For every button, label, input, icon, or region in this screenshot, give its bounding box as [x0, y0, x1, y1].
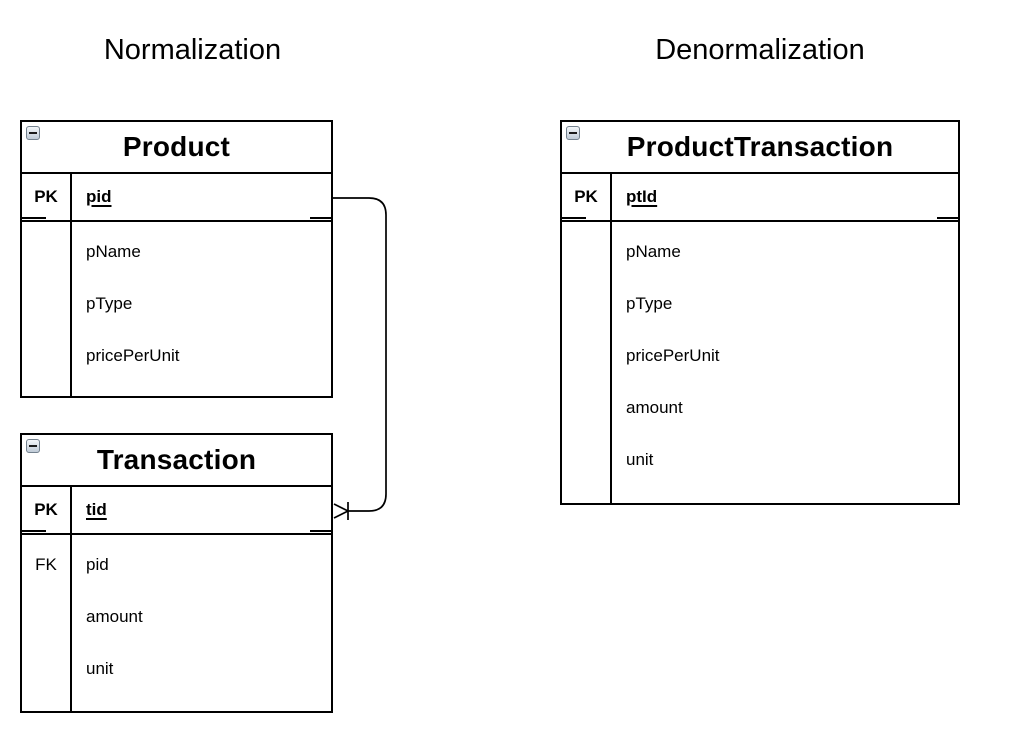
attribute-section: pName pType pricePerUnit amount unit — [562, 222, 958, 503]
section-title-denormalization: Denormalization — [655, 34, 865, 66]
field-name: pName — [626, 242, 681, 261]
pk-separator-tick — [310, 217, 331, 219]
er-table-transaction: Transaction PK tid FK pid amount unit — [20, 433, 333, 713]
attribute-column: pName pType pricePerUnit — [72, 222, 331, 396]
field-name: amount — [86, 607, 143, 626]
attribute-column: pid amount unit — [72, 535, 331, 711]
table-header-product: Product — [22, 122, 331, 174]
pk-row: PK ptId — [562, 174, 958, 222]
table-title: Product — [122, 131, 231, 162]
key-column: FK — [22, 535, 72, 711]
table-header-transaction: Transaction — [22, 435, 331, 487]
field-name: pType — [86, 294, 133, 313]
pk-separator-tick — [562, 217, 586, 219]
pk-field-name: tid — [86, 500, 107, 519]
fk-key-label: FK — [35, 555, 57, 574]
key-column — [22, 222, 72, 396]
minus-icon — [569, 132, 577, 134]
minus-icon — [29, 132, 37, 134]
table-title: ProductTransaction — [626, 131, 894, 162]
field-name: pricePerUnit — [626, 346, 720, 365]
er-table-product-transaction: ProductTransaction PK ptId pName pType p… — [560, 120, 960, 505]
pk-separator-tick — [310, 530, 331, 532]
collapse-minus-icon[interactable] — [566, 126, 580, 140]
pk-key-label: PK — [22, 487, 72, 533]
crow-foot-many-icon — [333, 502, 349, 520]
field-name: unit — [86, 659, 114, 678]
pk-separator-tick — [937, 217, 958, 219]
pk-field-name: ptId — [626, 187, 658, 206]
pk-separator-tick — [22, 217, 46, 219]
attribute-section: pName pType pricePerUnit — [22, 222, 331, 396]
pk-row: PK pid — [22, 174, 331, 222]
field-name: pricePerUnit — [86, 346, 180, 365]
field-name: amount — [626, 398, 683, 417]
collapse-minus-icon[interactable] — [26, 126, 40, 140]
field-name: pName — [86, 242, 141, 261]
table-title: Transaction — [96, 444, 257, 475]
collapse-minus-icon[interactable] — [26, 439, 40, 453]
field-name: pid — [86, 555, 109, 574]
field-name: pType — [626, 294, 673, 313]
attribute-column: pName pType pricePerUnit amount unit — [612, 222, 958, 503]
attribute-section: FK pid amount unit — [22, 535, 331, 711]
er-table-product: Product PK pid pName pType pricePerUnit — [20, 120, 333, 398]
table-header-product-transaction: ProductTransaction — [562, 122, 958, 174]
pk-row: PK tid — [22, 487, 331, 535]
field-name: unit — [626, 450, 654, 469]
pk-separator-tick — [22, 530, 46, 532]
pk-key-label: PK — [22, 174, 72, 220]
key-column — [562, 222, 612, 503]
pk-key-label: PK — [562, 174, 612, 220]
connector-line — [333, 197, 387, 512]
section-title-normalization: Normalization — [103, 34, 282, 66]
pk-field-name: pid — [86, 187, 112, 206]
minus-icon — [29, 445, 37, 447]
